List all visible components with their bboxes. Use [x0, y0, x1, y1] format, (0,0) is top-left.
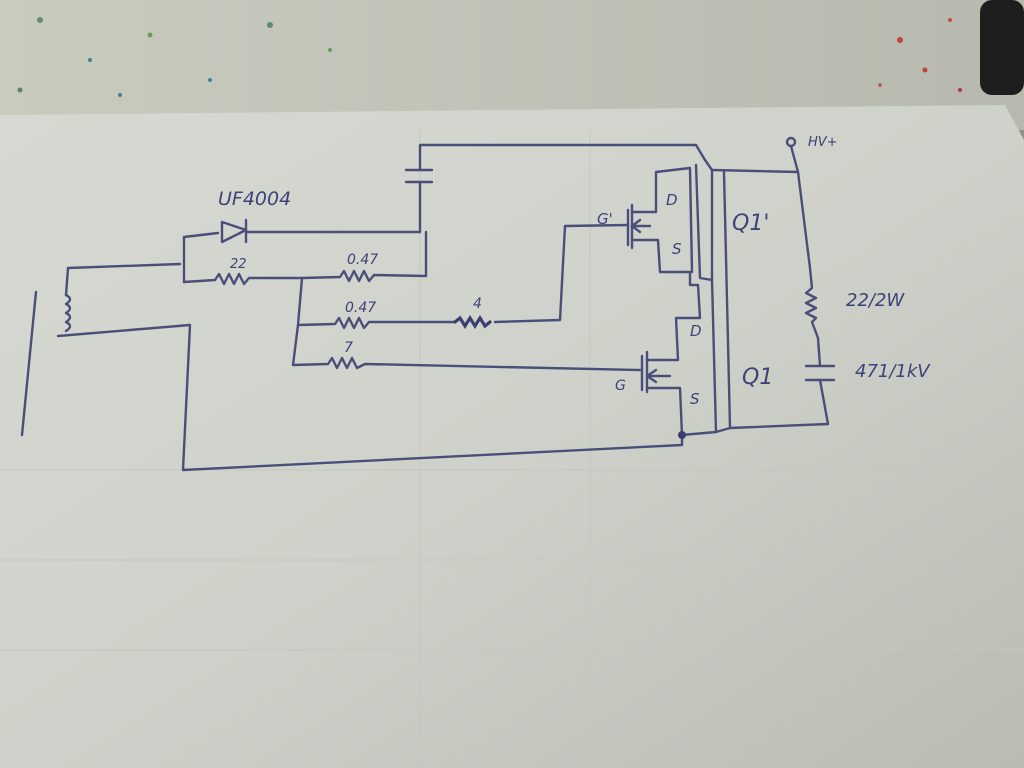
- label-snubber-capacitor: 471/1kV: [855, 361, 931, 382]
- transformer-coil: [20, 262, 192, 472]
- resistor-22: [182, 272, 304, 286]
- snubber-capacitor: [728, 336, 836, 430]
- paper-sheet: [0, 105, 1024, 768]
- diode-uf4004: [182, 218, 422, 284]
- label-r047-mid: 0.47: [345, 300, 376, 316]
- coupling-capacitor: [404, 143, 707, 234]
- label-hv: HV+: [808, 135, 838, 150]
- label-r047-top: 0.47: [347, 252, 378, 268]
- paint-specks: [17, 17, 962, 97]
- label-q1p-name: Q1': [732, 211, 769, 236]
- label-snubber-resistor: 22/2W: [846, 290, 905, 311]
- label-q1p-source: S: [672, 240, 682, 258]
- mosfet-q1: [640, 270, 702, 437]
- label-q1p-drain: D: [666, 191, 678, 209]
- paper-faint-lines: [0, 130, 1024, 768]
- label-q1-drain: D: [690, 322, 702, 340]
- label-r7: 7: [344, 340, 353, 356]
- label-r4: 4: [473, 296, 482, 312]
- hv-rail: [785, 136, 812, 270]
- label-diode: UF4004: [218, 188, 291, 210]
- resistor-047-top: [300, 230, 428, 283]
- resistor-4: [453, 223, 630, 330]
- label-q1-gate: G: [615, 378, 626, 394]
- mosfet-q1-prime: [626, 166, 694, 274]
- resistor-047-mid: [296, 316, 457, 330]
- snubber-resistor: [804, 266, 820, 340]
- dark-object: [980, 0, 1024, 95]
- label-q1p-gate: G': [597, 210, 613, 228]
- label-r22: 22: [230, 257, 247, 272]
- resistor-7: [291, 356, 642, 372]
- label-q1-source: S: [690, 390, 700, 408]
- label-q1-name: Q1: [742, 365, 773, 390]
